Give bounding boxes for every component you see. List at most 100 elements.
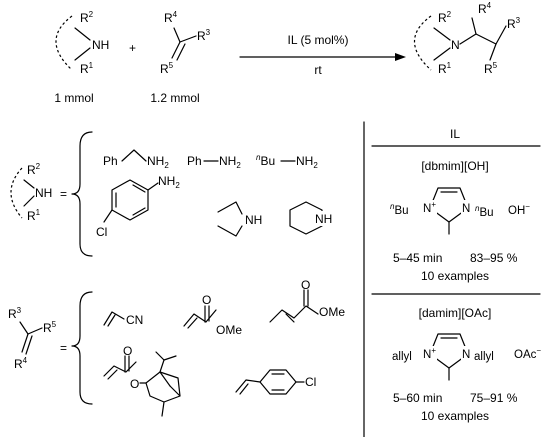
aniline: Ph NH2: [187, 154, 241, 170]
catalyst2-examples: 10 examples: [421, 409, 489, 423]
methyl-crotonate-o: O: [301, 278, 310, 292]
benzylamine: Ph NH2: [103, 149, 169, 170]
bornyl-acrylate: O O: [103, 344, 181, 417]
methyl-acrylate-o: O: [202, 293, 211, 307]
il-header: IL: [450, 127, 460, 141]
methyl-crotonate-cc-double: [285, 313, 295, 323]
n-butylamine: nBu NH2: [256, 153, 318, 170]
amine-nh-label: NH: [92, 38, 109, 52]
plus-sign: +: [129, 41, 136, 55]
aniline-ph: Ph: [187, 154, 202, 168]
catalyst1-yield: 83–95 %: [470, 251, 518, 265]
alkene-scope-brace: [71, 291, 93, 405]
catalyst1-n-plus-mask: [421, 200, 437, 214]
reaction-row: R2 NH R1 + R4 R3 R5 IL (5 mol%) rt: [54, 1, 520, 105]
benzylamine-chain: [121, 149, 147, 162]
amine-r2-label: R2: [80, 10, 94, 25]
product-bond-c-c: [475, 33, 497, 45]
alkene-scope: R3 R5 R4 = CN O OMe O OMe: [8, 278, 345, 417]
alkene-double-bond-a: [171, 41, 181, 59]
methyl-acrylate-cc-double: [187, 317, 198, 329]
diethylamine-nh: NH: [245, 213, 262, 227]
product-r1-label: R1: [438, 61, 452, 76]
catalyst1-time: 5–45 min: [393, 251, 442, 265]
chloroaniline-c-cl: [103, 209, 113, 223]
amine-amount: 1 mmol: [54, 91, 93, 105]
generic-amine-nh: NH: [35, 186, 52, 200]
product-r5-label: R5: [484, 61, 498, 76]
methyl-acrylate-chain: [183, 309, 217, 327]
bornyl-acrylate-chain: [103, 361, 137, 377]
acrylonitrile-cn: CN: [126, 313, 143, 327]
acrylonitrile-double: [107, 314, 116, 327]
chloroaniline-c-n: [147, 182, 159, 191]
generic-alkene-r3: R3: [8, 306, 22, 321]
acrylonitrile: CN: [103, 311, 143, 327]
amine-bond-r1: [74, 47, 91, 61]
benzylamine-ph: Ph: [103, 154, 118, 168]
product-r4-label: R4: [478, 1, 492, 16]
catalyst2-left-group: allyl: [392, 351, 412, 363]
catalyst1-anion: OH−: [508, 202, 530, 217]
amine-equals: =: [60, 187, 67, 201]
alkene-equals: =: [60, 341, 67, 355]
alkene-bond-r4: [173, 27, 181, 43]
acrylonitrile-chain: [103, 311, 125, 326]
generic-alkene-bond-r3: [19, 321, 29, 335]
catalyst2-n-mask: [461, 346, 473, 360]
chlorostyrene-vinyl-double: [239, 383, 249, 395]
alkene-bond-r3: [179, 35, 197, 43]
amine-r1-label: R1: [80, 61, 94, 76]
product-bond-r2: [433, 27, 451, 41]
amine-ring-dashed-arc: [55, 15, 73, 71]
piperidine-label-mask: [313, 211, 335, 226]
catalyst2-time: 5–60 min: [393, 391, 442, 405]
catalyst-damim-oac: [damim][OAc] N+ N allyl allyl OAc− 5–60 …: [392, 306, 541, 423]
chloroaniline-double-2: [132, 184, 146, 193]
generic-amine-r2: R2: [27, 162, 41, 177]
generic-alkene-r5: R5: [43, 320, 57, 335]
aniline-nh2: NH2: [219, 154, 241, 170]
product-bond-n-c: [459, 33, 477, 45]
catalyst1-n-plus: N+: [423, 200, 436, 215]
piperidine: NH: [289, 201, 335, 235]
methyl-acrylate: O OMe: [183, 293, 242, 337]
catalyst2-n: N: [462, 349, 470, 361]
diethylamine: NH: [217, 201, 262, 237]
conditions-bottom: rt: [314, 63, 322, 77]
conditions-top: IL (5 mol%): [288, 33, 349, 47]
product-bond-r3: [495, 25, 507, 45]
generic-amine-r1: R1: [27, 208, 41, 223]
amine-reactant: R2 NH R1: [55, 10, 109, 76]
generic-alkene-bond-r5: [27, 327, 43, 335]
butylamine-label: nBu: [256, 153, 275, 168]
diethylamine-lower-chain: [217, 225, 243, 237]
product-ring-dashed-arc: [414, 15, 432, 71]
bornane-methyl-b: [163, 355, 177, 361]
catalyst-dbmim-oh: [dbmim][OH] N+ N nBu nBu OH− 5–45 min 83…: [390, 159, 530, 283]
chloroaniline-cl: Cl: [96, 225, 107, 239]
generic-amine-bond-r1: [23, 195, 35, 207]
bornane-methyl-c: [161, 401, 165, 417]
alkene-amount: 1.2 mmol: [150, 91, 199, 105]
bornyl-acrylate-o2: O: [130, 377, 139, 391]
alkene-r4-label: R4: [164, 10, 178, 25]
generic-amine-arc: [10, 167, 23, 219]
generic-alkene-r4: R4: [14, 356, 28, 371]
amine-scope-brace: [71, 131, 93, 257]
il-panel: IL [dbmim][OH] N+ N nBu nBu OH− 5–45 min…: [363, 121, 541, 437]
product: R2 N R1 R4 R3 R5: [414, 1, 521, 76]
product-r2-label: R2: [438, 10, 452, 25]
diethylamine-upper-chain: [217, 201, 243, 215]
product-n-label: N: [451, 38, 460, 52]
amine-bond-r2: [74, 27, 91, 41]
product-r3-label: R3: [507, 16, 521, 31]
benzylamine-nh2: NH2: [147, 154, 169, 170]
catalyst1-left-group: nBu: [390, 202, 409, 217]
bornyl-acrylate-cc-double: [107, 369, 118, 380]
bornane-methyl-a: [155, 351, 165, 361]
reaction-arrow-head: [395, 53, 406, 61]
methyl-crotonate-ome: OMe: [319, 305, 345, 319]
catalyst1-name: [dbmim][OH]: [421, 159, 488, 173]
catalyst1-n-mask: [461, 200, 473, 214]
